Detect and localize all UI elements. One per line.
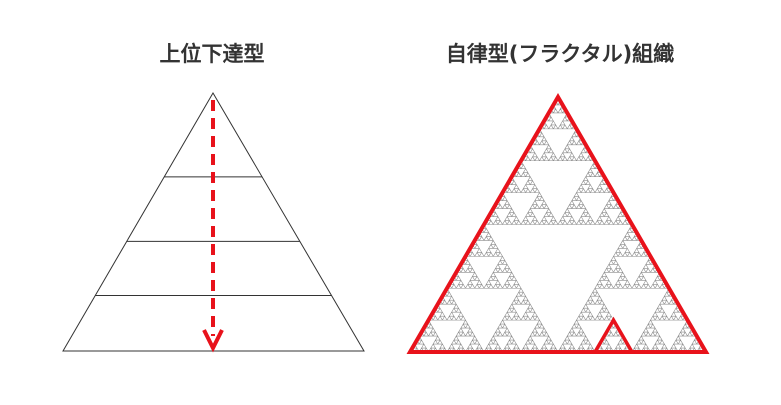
sub-unit-highlight [591,316,636,354]
top-down-arrow-icon [202,100,224,353]
hierarchy-title: 上位下達型 [159,42,265,66]
fractal-outline-highlight [406,93,710,354]
pyramid-outline [62,92,365,352]
fractal-triangles [409,96,707,353]
arrow-head [202,329,224,353]
hierarchy-pyramid [62,92,365,353]
fractal-organization [406,93,710,354]
fractal-title: 自律型(フラクタル)組織 [445,42,675,66]
